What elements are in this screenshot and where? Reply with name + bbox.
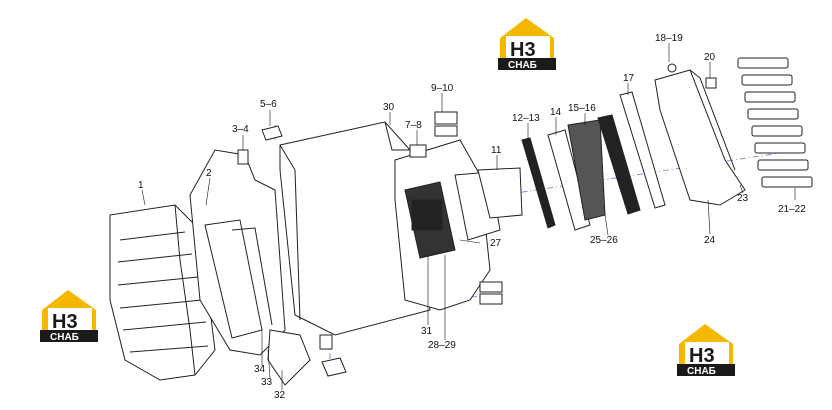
logo-mark: H3 [52, 311, 78, 333]
leader-lines [141, 43, 796, 390]
label-14: 14 [550, 107, 562, 118]
label-12-13: 12–13 [512, 113, 540, 124]
brand-logo-bottom: H3 CHAБ [675, 322, 739, 378]
main-housing [267, 121, 431, 386]
label-21-22: 21–22 [778, 204, 806, 215]
label-20: 20 [704, 52, 716, 63]
small-parts [261, 111, 503, 377]
label-18-19: 18–19 [655, 33, 683, 44]
gear-cover [394, 139, 523, 311]
label-2: 2 [206, 168, 212, 179]
label-31: 31 [421, 326, 433, 337]
logo-sub: CHAБ [687, 366, 716, 377]
house-logo-icon: H3 CHAБ [677, 324, 735, 377]
label-32: 32 [274, 390, 286, 401]
label-7-8: 7–8 [405, 120, 422, 131]
label-11: 11 [491, 145, 502, 156]
label-34: 34 [254, 364, 266, 375]
disc-stack [521, 91, 666, 231]
label-15-16: 15–16 [568, 103, 596, 114]
label-23: 23 [737, 193, 749, 204]
part-1-drum [109, 204, 216, 381]
logo-mark: H3 [689, 345, 715, 367]
label-17: 17 [623, 73, 635, 84]
house-logo-icon: H3 CHAБ [40, 290, 98, 343]
label-9-10: 9–10 [431, 83, 454, 94]
brand-logo-top: H3 CHAБ [496, 16, 560, 72]
label-28-29: 28–29 [428, 340, 456, 351]
label-1: 1 [138, 180, 144, 191]
bolt-set-21-22 [737, 57, 813, 188]
house-logo-icon: H3 CHAБ [498, 18, 556, 71]
logo-mark: H3 [510, 39, 536, 61]
part-24-end-cover [654, 63, 746, 206]
part-labels: 1 2 3–4 5–6 7–8 9–10 11 12–13 14 15–16 1… [138, 33, 806, 401]
label-33: 33 [261, 377, 273, 388]
part-2-flange [189, 149, 286, 356]
label-5-6: 5–6 [260, 99, 277, 110]
label-27: 27 [490, 238, 502, 249]
label-30: 30 [383, 102, 395, 113]
logo-sub: CHAБ [508, 60, 537, 71]
label-25-26: 25–26 [590, 235, 618, 246]
label-24: 24 [704, 235, 716, 246]
brand-logo-left: H3 CHAБ [38, 288, 102, 344]
label-3-4: 3–4 [232, 124, 249, 135]
logo-sub: CHAБ [50, 332, 79, 343]
